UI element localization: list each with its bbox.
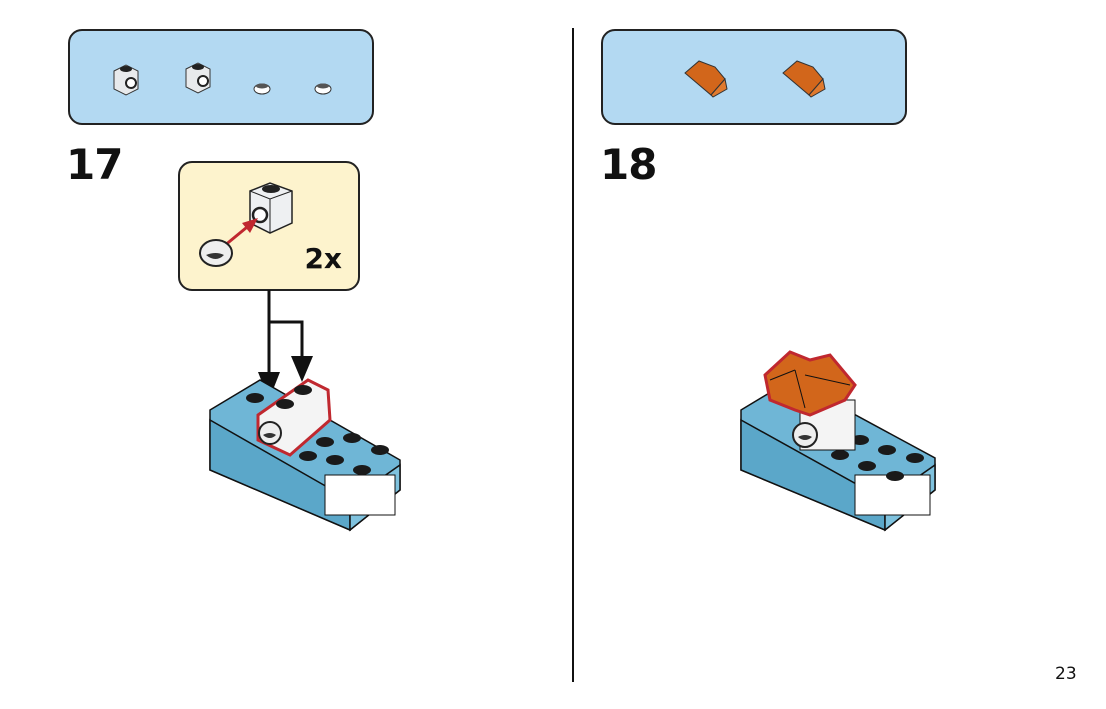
arrow-line [269,320,304,360]
multiplier-label: 2x [304,242,342,275]
page-number: 23 [1055,664,1077,684]
assembly-step-18 [740,350,936,532]
studs [246,393,389,475]
arrow-head-icon [242,218,258,233]
step-number: 17 [66,140,123,189]
arrow-head-icon [291,356,313,382]
orange-slope-icon [782,60,826,98]
eye-tile-icon [253,83,271,95]
orange-slope-icon [684,60,728,98]
sub-assembly-callout: 2x [178,161,360,291]
eye-tile-icon [199,239,233,267]
eye-tile-icon [314,83,332,95]
page-divider [572,28,574,682]
callout-illustration [199,182,293,267]
studs [831,435,924,481]
highlighted-new-parts [256,378,332,457]
parts-list-18-icons [684,60,826,98]
step-number: 18 [600,140,657,189]
brick-1x1-side-stud-icon [113,64,139,96]
parts-list-step-18 [601,29,907,125]
parts-list-17-icons [113,62,332,96]
brick-1x1-side-stud-icon [249,182,293,234]
highlighted-orange-slopes [763,350,857,417]
parts-list-step-17 [68,29,374,125]
brick-1x1-side-stud-icon [185,62,211,94]
assembly-step-17 [209,290,401,532]
